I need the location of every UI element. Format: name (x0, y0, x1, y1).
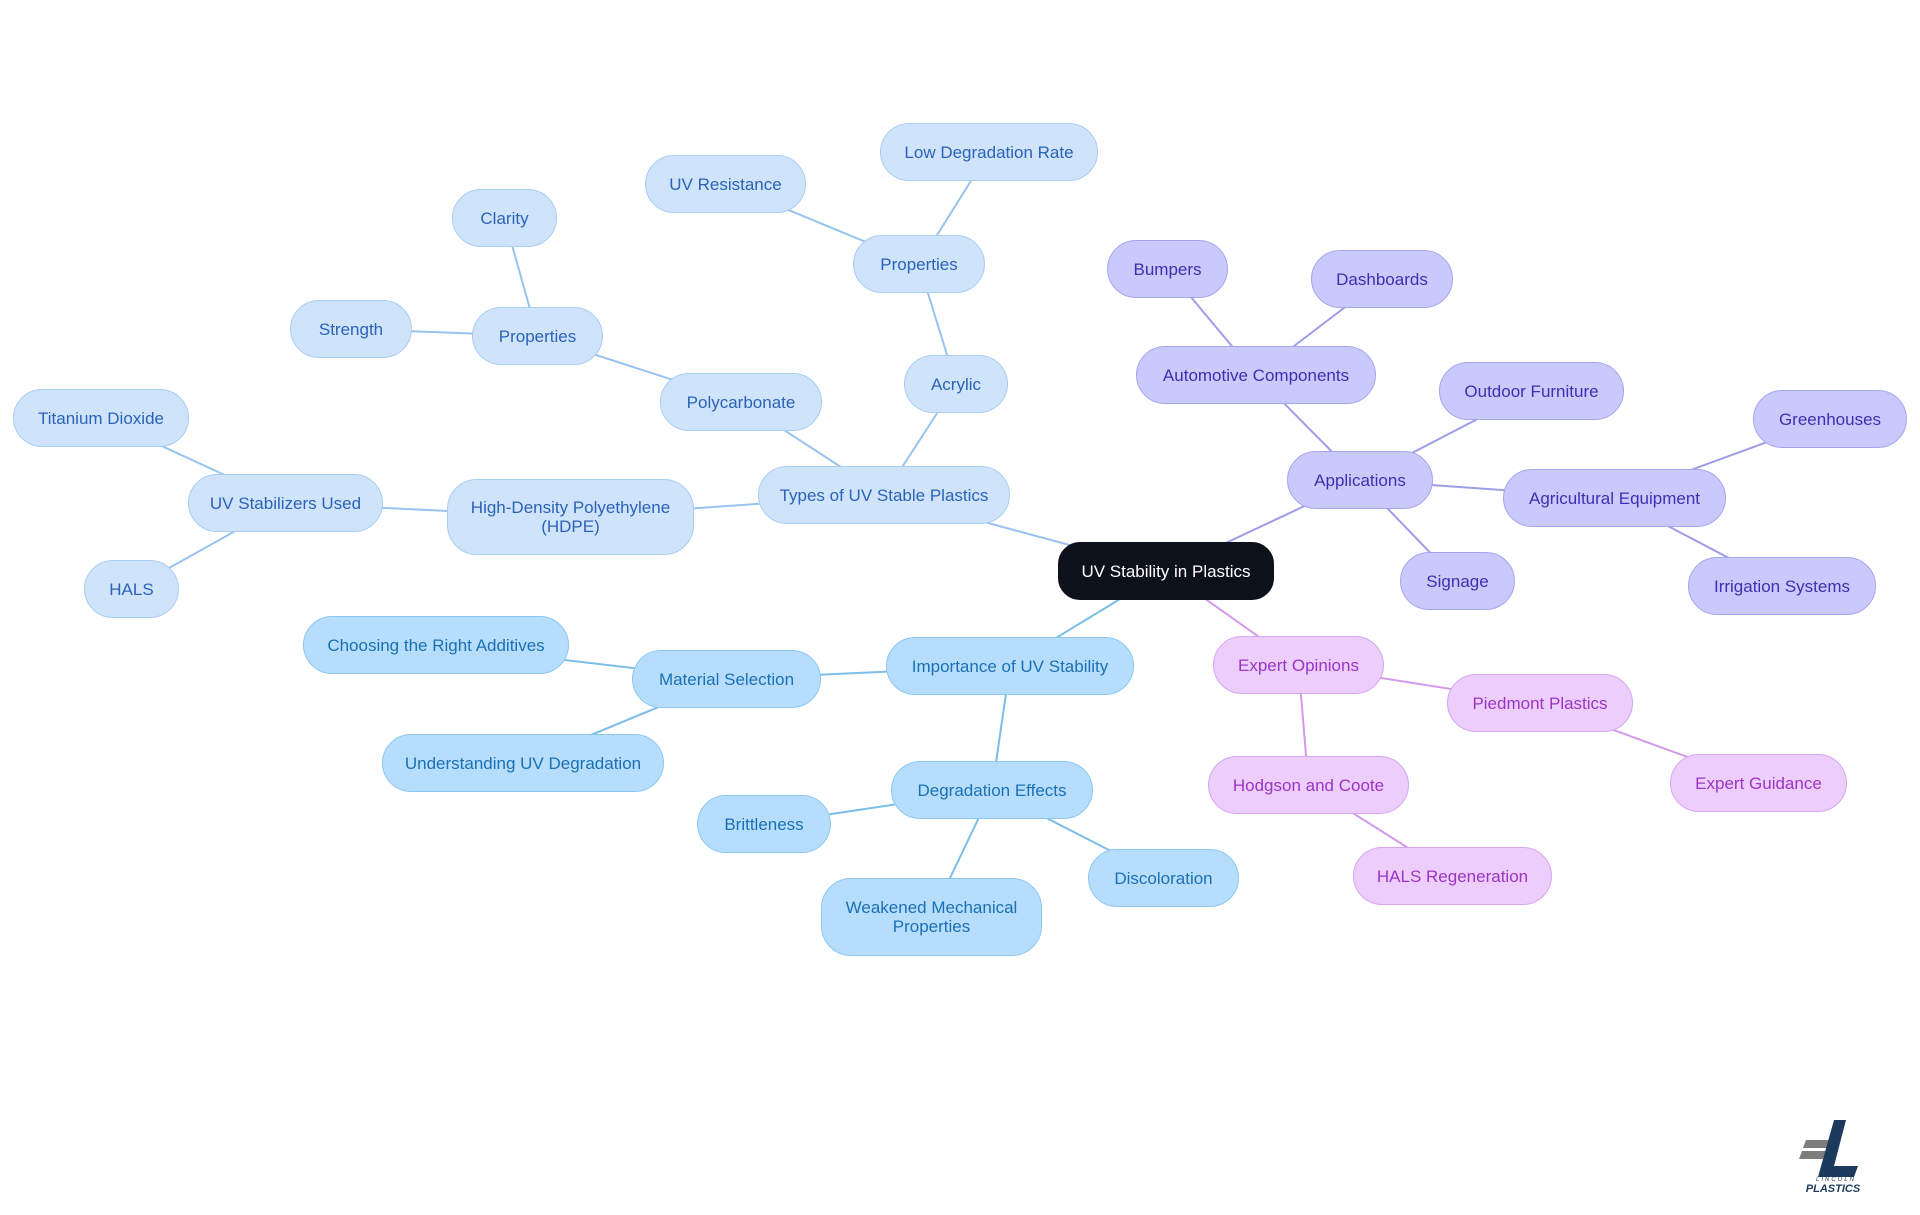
outdoor-furniture-node[interactable]: Outdoor Furniture (1439, 362, 1624, 420)
logo-wordmark: PLASTICS (1805, 1183, 1861, 1195)
uv-stabilizers-used-node[interactable]: UV Stabilizers Used (188, 474, 383, 532)
material-selection-node[interactable]: Material Selection (632, 650, 821, 708)
choosing-the-right-additives-node[interactable]: Choosing the Right Additives (303, 616, 569, 674)
piedmont-plastics-node[interactable]: Piedmont Plastics (1447, 674, 1633, 732)
expert-guidance-node[interactable]: Expert Guidance (1670, 754, 1847, 812)
discoloration-node[interactable]: Discoloration (1088, 849, 1239, 907)
hodgson-and-coote-node[interactable]: Hodgson and Coote (1208, 756, 1409, 814)
lincoln-plastics-logo-mark (1799, 1120, 1858, 1177)
irrigation-systems-node[interactable]: Irrigation Systems (1688, 557, 1876, 615)
dashboards-node[interactable]: Dashboards (1311, 250, 1453, 308)
degradation-effects-node[interactable]: Degradation Effects (891, 761, 1093, 819)
understanding-uv-degradation-node[interactable]: Understanding UV Degradation (382, 734, 664, 792)
hdpe-node[interactable]: High-Density Polyethylene (HDPE) (447, 479, 694, 555)
brittleness-node[interactable]: Brittleness (697, 795, 831, 853)
signage-node[interactable]: Signage (1400, 552, 1515, 610)
weakened-mechanical-properties-node[interactable]: Weakened Mechanical Properties (821, 878, 1042, 956)
acrylic-properties-node[interactable]: Properties (853, 235, 985, 293)
low-degradation-rate-node[interactable]: Low Degradation Rate (880, 123, 1098, 181)
lincoln-plastics-logo: LINCOLN PLASTICS (1796, 1120, 1872, 1196)
expert-opinions-node[interactable]: Expert Opinions (1213, 636, 1384, 694)
importance-of-uv-stability-node[interactable]: Importance of UV Stability (886, 637, 1134, 695)
clarity-node[interactable]: Clarity (452, 189, 557, 247)
greenhouses-node[interactable]: Greenhouses (1753, 390, 1907, 448)
polycarbonate-properties-node[interactable]: Properties (472, 307, 603, 365)
agricultural-equipment-node[interactable]: Agricultural Equipment (1503, 469, 1726, 527)
hals-node[interactable]: HALS (84, 560, 179, 618)
applications-node[interactable]: Applications (1287, 451, 1433, 509)
automotive-components-node[interactable]: Automotive Components (1136, 346, 1376, 404)
strength-node[interactable]: Strength (290, 300, 412, 358)
titanium-dioxide-node[interactable]: Titanium Dioxide (13, 389, 189, 447)
uv-resistance-node[interactable]: UV Resistance (645, 155, 806, 213)
types-of-uv-stable-plastics-node[interactable]: Types of UV Stable Plastics (758, 466, 1010, 524)
polycarbonate-node[interactable]: Polycarbonate (660, 373, 822, 431)
logo-small-text: LINCOLN (1815, 1177, 1856, 1183)
hals-regeneration-node[interactable]: HALS Regeneration (1353, 847, 1552, 905)
bumpers-node[interactable]: Bumpers (1107, 240, 1228, 298)
root-node[interactable]: UV Stability in Plastics (1058, 542, 1274, 600)
acrylic-node[interactable]: Acrylic (904, 355, 1008, 413)
